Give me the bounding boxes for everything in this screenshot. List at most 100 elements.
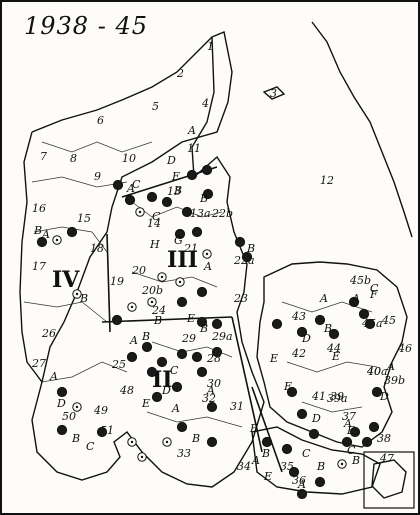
- station-letter: B: [153, 314, 162, 327]
- station-letter: A: [206, 384, 215, 397]
- district-label-25: 25: [111, 358, 126, 371]
- station-marker-filled: [201, 164, 213, 176]
- station-letter: B: [79, 292, 88, 305]
- station-marker-filled: [206, 401, 218, 413]
- station-letter: D: [301, 332, 311, 345]
- inset-box: [363, 451, 415, 509]
- district-label-39a: 39a: [327, 392, 348, 405]
- sweden-coast: [311, 21, 413, 238]
- station-marker-filled: [161, 196, 173, 208]
- station-letter: A: [171, 402, 180, 415]
- district-label-11: 11: [187, 142, 201, 155]
- district-label-45: 45: [381, 314, 396, 327]
- station-letter: G: [174, 234, 183, 247]
- station-letter: B: [71, 432, 80, 445]
- station-marker-filled: [202, 188, 214, 200]
- district-label-50: 50: [62, 410, 76, 423]
- south-islands-outline: [251, 426, 381, 495]
- district-label-40a: 40a: [366, 365, 388, 378]
- station-marker-center: [340, 462, 344, 466]
- station-letter: A: [129, 334, 138, 347]
- station-letter: D: [161, 384, 171, 397]
- division-lines: [101, 166, 283, 473]
- map-title: 1938 - 45: [24, 12, 148, 40]
- district-label-29: 29: [181, 332, 196, 345]
- district-label-44: 44: [326, 342, 341, 355]
- district-label-9: 9: [94, 170, 101, 183]
- station-marker-filled: [96, 426, 108, 438]
- region-label-ii: II: [152, 367, 173, 393]
- station-marker-center: [75, 405, 79, 409]
- station-marker-filled: [286, 386, 298, 398]
- station-letter: E: [346, 424, 355, 437]
- station-letter: A: [187, 124, 196, 137]
- district-label-5: 5: [152, 100, 159, 113]
- station-marker-filled: [341, 436, 353, 448]
- station-letter: A: [386, 360, 395, 373]
- station-letter: B: [33, 224, 42, 237]
- station-marker-center: [178, 280, 182, 284]
- station-marker-center: [130, 305, 134, 309]
- station-marker-filled: [348, 296, 360, 308]
- station-marker-filled: [66, 226, 78, 238]
- station-marker-filled: [314, 476, 326, 488]
- district-label-31: 31: [230, 400, 244, 413]
- district-label-8: 8: [70, 152, 77, 165]
- station-letter: C: [347, 444, 356, 457]
- district-label-43: 43: [291, 310, 306, 323]
- station-letter: D: [56, 397, 66, 410]
- station-marker-center: [138, 210, 142, 214]
- station-marker-filled: [56, 424, 68, 436]
- station-letter: C: [302, 447, 311, 460]
- district-label-15: 15: [77, 212, 91, 225]
- district-label-27: 27: [31, 357, 46, 370]
- district-label-46: 46: [397, 342, 412, 355]
- station-letter: C: [370, 282, 379, 295]
- station-marker-filled: [36, 236, 48, 248]
- station-letter: B: [351, 454, 360, 467]
- district-label-39: 39: [330, 390, 344, 403]
- station-marker-filled: [146, 191, 158, 203]
- station-letter: A: [126, 182, 135, 195]
- district-label-38: 38: [377, 432, 391, 445]
- station-marker-filled: [271, 318, 283, 330]
- station-letter: A: [203, 260, 212, 273]
- station-marker-filled: [126, 351, 138, 363]
- station-letter: D: [166, 154, 176, 167]
- station-letter: E: [263, 470, 272, 483]
- station-marker-filled: [364, 318, 376, 330]
- station-letter: F: [249, 422, 258, 435]
- district-label-23: 23: [233, 292, 248, 305]
- station-marker-center: [150, 300, 154, 304]
- station-marker-filled: [361, 436, 373, 448]
- station-letter: H: [149, 238, 160, 251]
- district-label-49: 49: [93, 404, 108, 417]
- station-marker-center: [75, 292, 79, 296]
- district-label-39b: 39b: [384, 374, 405, 387]
- district-label-21: 21: [183, 242, 198, 255]
- station-letter: A: [297, 478, 306, 491]
- station-letter: E: [171, 170, 180, 183]
- station-marker-filled: [296, 408, 308, 420]
- district-label-17: 17: [32, 260, 46, 273]
- district-label-16: 16: [32, 202, 46, 215]
- region-label-iii: III: [167, 247, 198, 273]
- district-label-34: 34: [237, 460, 251, 473]
- station-letter: B: [141, 330, 150, 343]
- station-markers: [36, 164, 383, 500]
- district-borders: [23, 141, 378, 428]
- station-marker-filled: [358, 308, 370, 320]
- station-marker-filled: [156, 356, 168, 368]
- station-marker-filled: [146, 366, 158, 378]
- district-label-12: 12: [320, 174, 334, 187]
- station-letter: D: [311, 412, 321, 425]
- station-letter: A: [343, 417, 352, 430]
- station-letter: B: [316, 460, 325, 473]
- district-label-48: 48: [119, 384, 134, 397]
- station-marker-center: [55, 238, 59, 242]
- station-letter: B: [323, 322, 332, 335]
- region-labels: IV III II: [52, 247, 198, 393]
